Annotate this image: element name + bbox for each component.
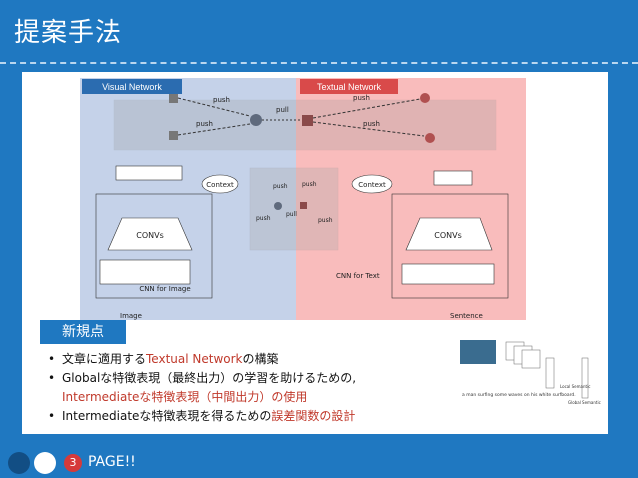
image-label: Image [120, 312, 142, 320]
push-label-2: push [196, 120, 213, 128]
push-label-mid-2: push [256, 215, 271, 222]
intermediate-embedding-box [249, 167, 339, 251]
push-label-mid-4: push [318, 217, 333, 224]
page-label: PAGE!! [88, 454, 136, 470]
thumb-layer-4 [545, 357, 555, 389]
text-context-label: Context [358, 181, 386, 189]
text-input [401, 263, 495, 285]
new-point-badge: 新規点 [40, 320, 126, 344]
surf-photo [460, 340, 496, 364]
thumb-layer-3 [521, 349, 541, 369]
thumb-caption: a man surfing some waves on his white su… [462, 392, 576, 398]
push-line-4 [312, 121, 425, 137]
neg-text-node-2 [425, 133, 435, 143]
bullet-list: 文章に適用するTextual Networkの構築 Globalな特徴表現（最終… [48, 350, 468, 426]
page-number-badge: 3 [64, 454, 82, 472]
pull-label-mid: pull [286, 211, 297, 218]
bullet-item-1: 文章に適用するTextual Networkの構築 [48, 350, 468, 369]
image-context-node [201, 174, 239, 194]
cnn-text-box [391, 193, 509, 299]
thumb-layer-5 [581, 357, 589, 399]
text-embedding-node [302, 115, 313, 126]
dashed-divider [0, 62, 638, 64]
sentence-label: Sentence [450, 312, 483, 320]
footer: 3 PAGE!! [0, 446, 638, 478]
textual-network-label: Textual Network [317, 82, 382, 92]
architecture-thumbnail: a man surfing some waves on his white su… [456, 338, 606, 430]
bullet-3-text: Intermediateな特徴表現を得るための [62, 409, 272, 423]
bullet-1-text: 文章に適用する [62, 352, 147, 366]
push-label-3: push [353, 94, 370, 102]
image-embedding-node [250, 114, 262, 126]
push-label-mid-1: push [273, 183, 288, 190]
text-convs-block [405, 217, 493, 251]
footer-dot-dark [8, 452, 30, 474]
text-intermediate-node [300, 202, 307, 209]
text-convs-label: CONVs [434, 231, 462, 240]
text-context-node [351, 174, 393, 194]
slide-content: Visual Network Textual Network pull push… [22, 72, 608, 434]
push-line-1 [177, 97, 251, 117]
pull-label-top: pull [276, 106, 289, 114]
image-convs-block [107, 217, 193, 251]
text-global-feature [433, 170, 473, 186]
cnn-image-box [95, 193, 213, 299]
architecture-diagram: Visual Network Textual Network pull push… [80, 78, 526, 320]
bullet-3-highlight: 誤差関数の設計 [271, 409, 356, 423]
cnn-text-label: CNN for Text [336, 272, 380, 280]
neg-image-node-2 [169, 131, 178, 140]
bullet-2-highlight: Intermediateな特徴表現（中間出力）の使用 [62, 390, 308, 404]
thumb-global-label: Global Semantic [568, 400, 601, 405]
image-context-label: Context [206, 181, 234, 189]
thumb-local-label: Local Semantic [560, 384, 590, 389]
neg-image-node-1 [169, 94, 178, 103]
slide-title: 提案手法 [14, 18, 123, 48]
push-line-2 [177, 123, 251, 136]
push-label-mid-3: push [302, 181, 317, 188]
push-label-4: push [363, 120, 380, 128]
push-line-3 [312, 98, 421, 119]
visual-network-tag [82, 79, 182, 94]
push-label-1: push [213, 96, 230, 104]
neg-text-node-1 [420, 93, 430, 103]
footer-dot-light [34, 452, 56, 474]
cnn-image-label: CNN for Image [139, 285, 190, 293]
image-intermediate-node [274, 202, 282, 210]
bullet-1-suffix: の構築 [242, 352, 279, 366]
image-convs-label: CONVs [136, 231, 164, 240]
image-input [99, 259, 191, 285]
bullet-2-text: Globalな特徴表現（最終出力）の学習を助けるための, [62, 371, 357, 385]
textual-network-tag [300, 79, 398, 94]
image-global-feature [115, 165, 183, 181]
visual-network-label: Visual Network [102, 82, 162, 92]
bullet-1-highlight: Textual Network [146, 352, 243, 366]
bullet-item-3: Intermediateな特徴表現を得るための誤差関数の設計 [48, 407, 468, 426]
bullet-item-2: Globalな特徴表現（最終出力）の学習を助けるための, Intermediate… [48, 369, 468, 407]
